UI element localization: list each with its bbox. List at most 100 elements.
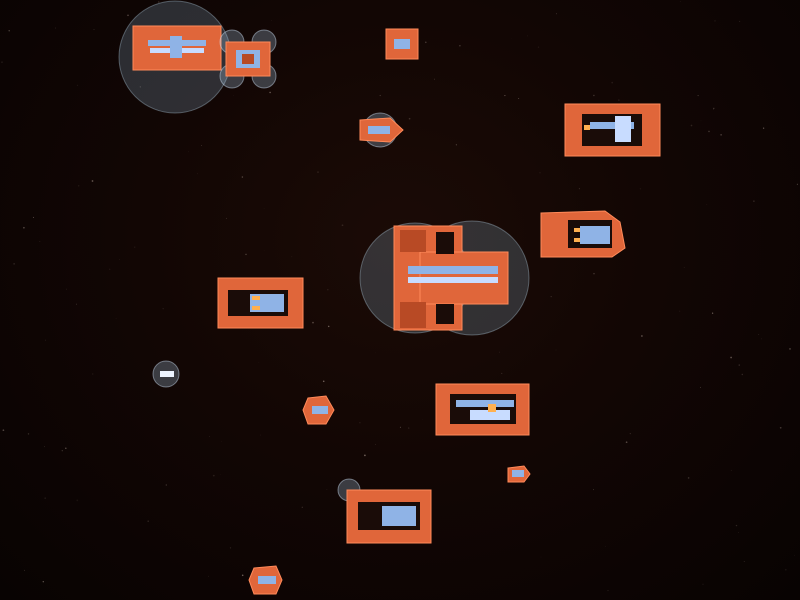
star [753, 200, 755, 202]
star [127, 14, 129, 17]
star [518, 97, 520, 99]
star [8, 29, 10, 32]
module-block [615, 116, 631, 142]
star [241, 176, 244, 178]
star [212, 474, 215, 477]
star [422, 419, 424, 420]
flagship-center[interactable] [359, 220, 530, 336]
scout-ship[interactable] [359, 112, 404, 148]
drone-midleft[interactable] [302, 395, 335, 425]
star [611, 81, 614, 84]
star [359, 422, 361, 424]
star [27, 433, 30, 435]
star [593, 489, 594, 491]
frigate-left[interactable] [217, 277, 304, 329]
bay [436, 232, 454, 254]
star [327, 325, 330, 328]
star [209, 436, 210, 437]
star [789, 348, 791, 350]
star [578, 188, 580, 190]
star [779, 426, 782, 429]
star [165, 484, 167, 486]
star [207, 575, 209, 577]
star [550, 295, 552, 298]
star [76, 499, 79, 502]
star [743, 561, 745, 562]
star [317, 171, 319, 173]
engine [252, 306, 260, 310]
star [139, 86, 141, 88]
star [738, 532, 739, 533]
star [341, 224, 344, 227]
module-block [470, 410, 510, 420]
star [784, 568, 787, 571]
star [263, 208, 265, 209]
star [540, 556, 542, 558]
gunship-right[interactable] [540, 210, 626, 258]
star [796, 183, 798, 185]
drone-right[interactable] [507, 465, 531, 483]
star [44, 497, 46, 499]
engine [488, 404, 496, 412]
frigate-bottom[interactable] [337, 478, 432, 544]
frigate-topright[interactable] [564, 103, 661, 157]
star [158, 1, 160, 3]
star [301, 506, 303, 508]
star [758, 334, 760, 335]
star [379, 94, 381, 97]
star [641, 335, 643, 337]
star [679, 1, 681, 2]
shielded-cruiser-topleft[interactable] [118, 0, 232, 114]
star [201, 145, 203, 147]
module-block [382, 506, 416, 526]
hull [160, 371, 174, 377]
star [593, 94, 595, 97]
star [739, 20, 741, 22]
star [484, 330, 486, 331]
star [700, 386, 701, 388]
star [735, 524, 738, 527]
engine [252, 296, 260, 300]
star [399, 426, 401, 428]
fighter-white[interactable] [152, 360, 180, 388]
star [730, 356, 732, 359]
star [233, 95, 234, 96]
star [327, 289, 329, 291]
star [706, 204, 708, 206]
frigate-center-lower[interactable] [435, 383, 530, 436]
shielded-station-topleft[interactable] [219, 29, 277, 89]
star [23, 226, 25, 229]
drone-bottomleft[interactable] [248, 565, 283, 595]
small-drone-top[interactable] [385, 28, 419, 60]
star [434, 78, 435, 80]
star [92, 373, 94, 375]
star [700, 120, 702, 122]
star [639, 188, 642, 190]
star [697, 95, 699, 97]
star [66, 288, 67, 290]
module-block [394, 39, 410, 49]
module-block [258, 576, 276, 584]
module-row [456, 400, 514, 407]
star [76, 84, 79, 86]
star [459, 45, 461, 47]
engine [574, 238, 580, 242]
star [455, 144, 457, 146]
star [714, 20, 716, 22]
star [13, 263, 15, 265]
star [593, 272, 595, 275]
reactor [242, 54, 254, 64]
star [501, 372, 503, 374]
star [91, 180, 94, 182]
star [78, 185, 80, 187]
armor-plate [400, 302, 426, 328]
star [24, 569, 25, 571]
module-block [312, 406, 328, 414]
star [61, 450, 63, 452]
module-row [408, 266, 498, 274]
star [45, 339, 47, 341]
star [291, 256, 293, 258]
